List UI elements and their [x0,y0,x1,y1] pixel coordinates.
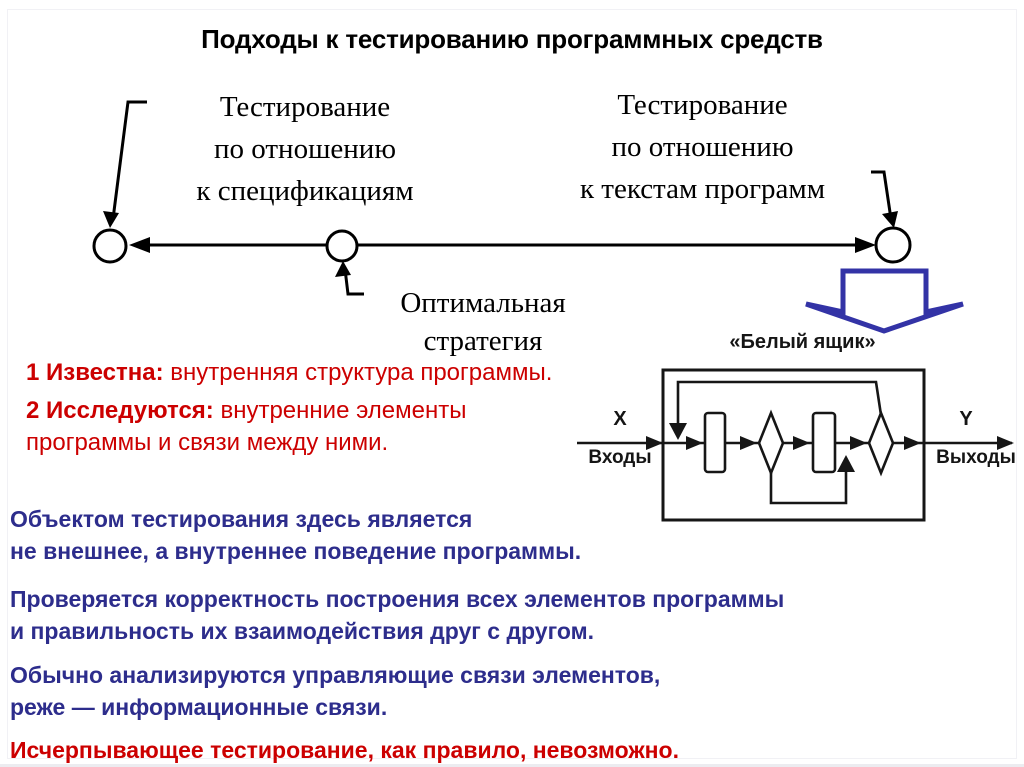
down-block-arrow-icon [805,268,964,334]
white-box-output-variable: Y [959,408,973,430]
note-investigated-text: внутренние элементы [213,397,467,424]
white-box-output-label: Выходы [936,447,1016,468]
text-line: Проверяется корректность построения всех… [10,586,785,612]
feedback-loop-top [676,380,883,429]
note-known-lead: 1 Известна: [26,359,164,386]
label-line: по отношению [611,131,794,163]
note-investigated: 2 Исследуются: внутренние элементы прогр… [26,395,467,459]
label-line: Оптимальная [400,287,566,319]
note-known: 1 Известна: внутренняя структура програм… [26,357,552,389]
paragraph-object-of-testing: Объектом тестирования здесь является не … [10,503,581,567]
slide-frame-border [7,9,1017,759]
text-line: реже — информационные связи. [10,694,388,720]
slide-title: Подходы к тестированию программных средс… [201,24,823,54]
white-box-caption: «Белый ящик» [729,331,876,353]
node-program-text-testing [874,226,912,264]
white-box-outline [661,368,926,522]
text-line: программы и связи между ними. [26,429,389,456]
decision-diamond-1 [757,409,785,477]
node-optimal-strategy [325,229,359,263]
white-box-input-variable: X [613,408,627,430]
decision-diamond-2 [867,409,895,477]
feedback-loop-bottom [769,464,848,505]
text-line: не внешнее, а внутреннее поведение прогр… [10,538,582,564]
label-spec-testing: Тестирование по отношению к спецификация… [140,86,470,212]
white-box-diagram [577,368,1014,522]
process-block-1 [703,411,727,474]
callout-arrow-spec-testing [103,100,147,228]
axis-arrowhead-right-icon [855,237,876,253]
note-investigated-lead: 2 Исследуются: [26,397,214,424]
process-block-2 [811,411,837,474]
text-line: Исчерпывающее тестирование, как правило,… [10,737,679,763]
label-line: Тестирование [617,89,788,121]
paragraph-analyzed-links: Обычно анализируются управляющие связи э… [10,659,660,723]
note-known-text: внутренняя структура программы. [163,359,553,386]
text-line: 2 Исследуются: внутренние элементы [26,395,467,427]
callout-arrow-program-text-testing [871,170,898,228]
paragraph-correctness-check: Проверяется корректность построения всех… [10,583,784,647]
flow-arrowheads [646,423,1014,472]
label-optimal-strategy: Оптимальная стратегия [358,284,608,360]
label-line: по отношению [214,133,396,165]
callout-arrow-optimal-strategy [335,261,364,296]
text-line: Объектом тестирования здесь является [10,506,473,532]
axis-arrowhead-left-icon [129,237,150,253]
strategy-axis-line [129,237,876,253]
slide-bottom-edge [0,764,1024,767]
node-spec-testing [92,228,128,264]
white-box-input-label: Входы [588,447,652,468]
label-line: Тестирование [219,91,391,123]
label-program-text-testing: Тестирование по отношению к текстам прог… [545,84,860,210]
label-line: стратегия [423,325,543,357]
text-line: Обычно анализируются управляющие связи э… [10,662,661,688]
label-line: к текстам программ [579,173,826,205]
label-line: к спецификациям [196,175,414,207]
paragraph-exhaustive-testing: Исчерпывающее тестирование, как правило,… [10,734,679,766]
text-line: и правильность их взаимодействия друг с … [10,618,595,644]
